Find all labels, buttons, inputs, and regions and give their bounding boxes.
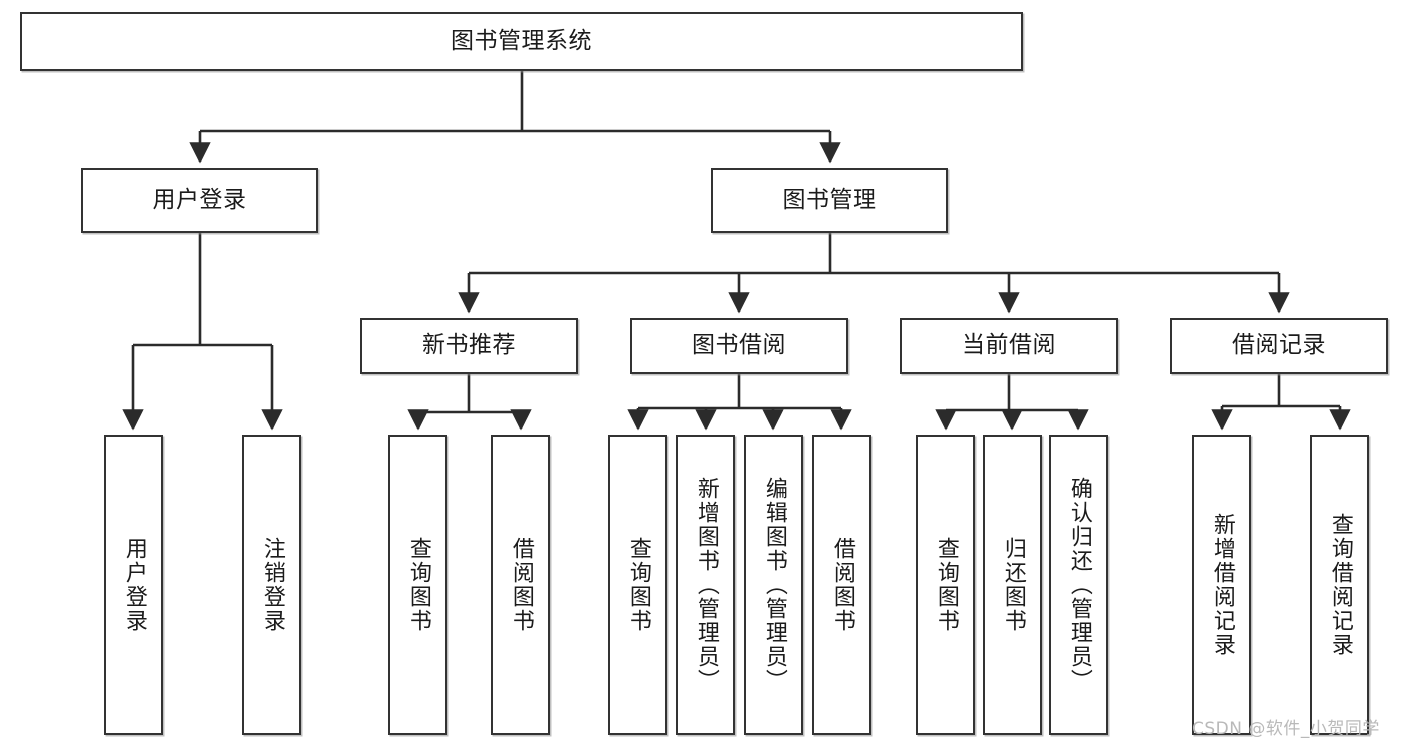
node-label: 当前借阅 bbox=[962, 332, 1056, 359]
leaf-query-book-new-book[interactable]: 查询图书 bbox=[388, 435, 447, 735]
node-label: 注销登录 bbox=[259, 537, 285, 633]
node-label: 编辑图书（管理员） bbox=[761, 477, 787, 693]
csdn-watermark: CSDN @软件_小贺同学 bbox=[1192, 719, 1380, 739]
leaf-borrow-book-new-book[interactable]: 借阅图书 bbox=[491, 435, 550, 735]
node-label: 借阅图书 bbox=[829, 537, 855, 633]
leaf-query-book-borrow[interactable]: 查询图书 bbox=[608, 435, 667, 735]
node-new-book-recommend[interactable]: 新书推荐 bbox=[360, 318, 578, 374]
leaf-edit-book-admin[interactable]: 编辑图书（管理员） bbox=[744, 435, 803, 735]
node-label: 借阅图书 bbox=[508, 537, 534, 633]
node-label: 图书管理 bbox=[782, 186, 877, 213]
leaf-query-book-current[interactable]: 查询图书 bbox=[916, 435, 975, 735]
node-current-borrow[interactable]: 当前借阅 bbox=[900, 318, 1118, 374]
node-label: 查询图书 bbox=[933, 537, 959, 633]
node-label: 图书管理系统 bbox=[451, 27, 592, 54]
node-label: 查询图书 bbox=[625, 537, 651, 633]
node-label: 新增图书（管理员） bbox=[693, 477, 719, 693]
node-root-book-management-system[interactable]: 图书管理系统 bbox=[20, 12, 1023, 71]
node-label: 查询图书 bbox=[405, 537, 431, 633]
node-label: 用户登录 bbox=[121, 537, 147, 633]
leaf-confirm-return-admin[interactable]: 确认归还（管理员） bbox=[1049, 435, 1108, 735]
node-borrow-record[interactable]: 借阅记录 bbox=[1170, 318, 1388, 374]
leaf-query-borrow-record[interactable]: 查询借阅记录 bbox=[1310, 435, 1369, 735]
node-label: 新书推荐 bbox=[422, 332, 516, 359]
leaf-borrow-book-borrow[interactable]: 借阅图书 bbox=[812, 435, 871, 735]
node-label: 用户登录 bbox=[152, 186, 247, 213]
node-label: 借阅记录 bbox=[1232, 332, 1326, 359]
node-label: 新增借阅记录 bbox=[1209, 513, 1235, 657]
leaf-logout-login[interactable]: 注销登录 bbox=[242, 435, 301, 735]
leaf-add-book-admin[interactable]: 新增图书（管理员） bbox=[676, 435, 735, 735]
node-label: 确认归还（管理员） bbox=[1066, 477, 1092, 693]
node-book-borrow[interactable]: 图书借阅 bbox=[630, 318, 848, 374]
leaf-return-book[interactable]: 归还图书 bbox=[983, 435, 1042, 735]
leaf-user-login[interactable]: 用户登录 bbox=[104, 435, 163, 735]
node-label: 查询借阅记录 bbox=[1327, 513, 1353, 657]
leaf-add-borrow-record[interactable]: 新增借阅记录 bbox=[1192, 435, 1251, 735]
node-label: 图书借阅 bbox=[692, 332, 786, 359]
node-book-manage[interactable]: 图书管理 bbox=[711, 168, 948, 233]
node-label: 归还图书 bbox=[1000, 537, 1026, 633]
node-user-login[interactable]: 用户登录 bbox=[81, 168, 318, 233]
